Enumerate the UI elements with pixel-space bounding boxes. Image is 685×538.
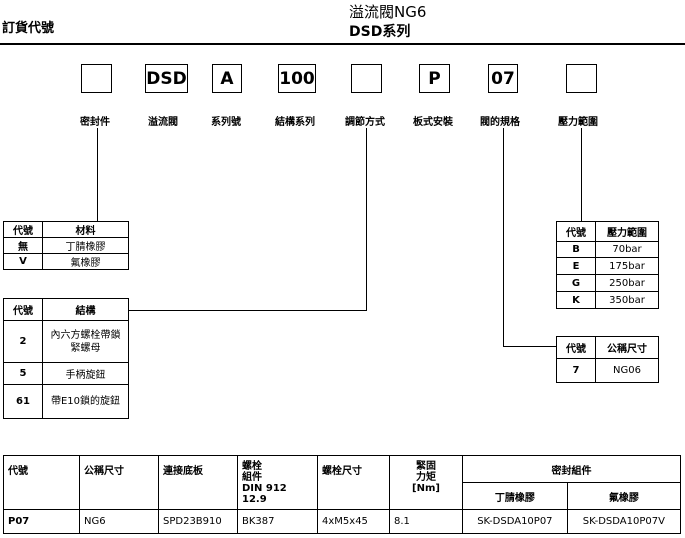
spec-header-bolt-line3: DIN 912 12.9 <box>242 483 287 505</box>
spec-code: P07 <box>3 509 80 534</box>
label-adjust: 調節方式 <box>345 117 385 128</box>
connector-seal <box>97 128 98 221</box>
spec-bolt: BK387 <box>237 509 318 534</box>
seal-header-code: 代號 <box>3 221 43 238</box>
connector-adjust <box>366 128 367 311</box>
size-value: NG06 <box>595 358 659 383</box>
seal-material: 氟橡膠 <box>42 253 129 270</box>
label-mount: 板式安裝 <box>413 117 453 128</box>
pressure-code: E <box>556 257 596 275</box>
spec-base: SPD23B910 <box>158 509 238 534</box>
spec-header-nbr: 丁腈橡膠 <box>462 482 568 510</box>
seal-code: V <box>3 253 43 270</box>
spec-header-torque-line1: 緊固 <box>416 461 436 472</box>
nominal-size-table: 代號 公稱尺寸 7 NG06 <box>556 336 659 383</box>
connector-size <box>503 128 504 347</box>
code-box-pressure <box>566 64 597 93</box>
adjust-header-structure: 結構 <box>42 298 129 321</box>
label-design: 結構系列 <box>275 117 315 128</box>
spec-header-bolt-line1: 螺栓 <box>242 461 262 472</box>
label-series: 系列號 <box>211 117 241 128</box>
code-box-size: 07 <box>488 64 518 93</box>
product-series: DSD系列 <box>349 24 411 40</box>
seal-code: 無 <box>3 237 43 254</box>
seal-header-material: 材料 <box>42 221 129 238</box>
spec-header-torque-line3: [Nm] <box>412 483 440 494</box>
spec-header-code: 代號 <box>3 455 80 510</box>
pressure-code: G <box>556 274 596 292</box>
size-code: 7 <box>556 358 596 383</box>
adjust-structure: 手柄旋鈕 <box>42 362 129 385</box>
spec-table: 代號 公稱尺寸 連接底板 螺栓 組件 DIN 912 12.9 螺栓尺寸 緊固 … <box>3 455 682 534</box>
pressure-value: 250bar <box>595 274 659 292</box>
spec-seal-nbr: SK-DSDA10P07 <box>462 509 568 534</box>
order-code-heading: 訂貨代號 <box>2 21 55 36</box>
pressure-code: K <box>556 291 596 309</box>
code-box-mount: P <box>419 64 450 93</box>
connector-size-horizontal <box>503 346 556 347</box>
code-box-series: A <box>212 64 242 93</box>
spec-header-torque-line2: 力矩 <box>416 472 436 483</box>
connector-pressure <box>581 128 582 221</box>
code-box-adjust <box>351 64 382 93</box>
code-box-design: 100 <box>278 64 316 93</box>
size-header-nominal: 公稱尺寸 <box>595 336 659 359</box>
pressure-value: 70bar <box>595 241 659 258</box>
pressure-header-range: 壓力範圍 <box>595 221 659 242</box>
code-box-type: DSD <box>145 64 188 93</box>
size-header-code: 代號 <box>556 336 596 359</box>
seal-material: 丁腈橡膠 <box>42 237 129 254</box>
header-rule <box>0 43 685 45</box>
label-size: 閥的規格 <box>480 117 520 128</box>
label-type: 溢流閥 <box>148 117 178 128</box>
connector-adjust-horizontal <box>128 310 367 311</box>
adjust-header-code: 代號 <box>3 298 43 321</box>
product-name: 溢流閥NG6 <box>349 3 427 21</box>
pressure-value: 350bar <box>595 291 659 309</box>
spec-size: NG6 <box>79 509 159 534</box>
adjust-structure: 帶E10鎖的旋鈕 <box>42 384 129 419</box>
label-pressure: 壓力範圍 <box>558 117 598 128</box>
pressure-range-table: 代號 壓力範圍 B 70bar E 175bar G 250bar K 350b… <box>556 221 659 309</box>
spec-header-bolt: 螺栓 組件 DIN 912 12.9 <box>237 455 318 510</box>
spec-seal-fkm: SK-DSDA10P07V <box>566 509 682 534</box>
adjust-code: 61 <box>3 384 43 419</box>
pressure-header-code: 代號 <box>556 221 596 242</box>
adjust-code: 2 <box>3 320 43 363</box>
spec-torque: 8.1 <box>389 509 463 534</box>
adjust-structure: 內六方螺栓帶鎖緊螺母 <box>42 320 129 363</box>
adjust-code: 5 <box>3 362 43 385</box>
pressure-value: 175bar <box>595 257 659 275</box>
spec-header-bolt-size: 螺栓尺寸 <box>317 455 390 510</box>
seal-material-table: 代號 材料 無 丁腈橡膠 V 氟橡膠 <box>3 221 129 270</box>
spec-header-seal-kit: 密封組件 <box>462 455 681 483</box>
spec-bolt-size: 4xM5x45 <box>317 509 390 534</box>
spec-header-torque: 緊固 力矩 [Nm] <box>389 455 463 510</box>
adjustment-table: 代號 結構 2 內六方螺栓帶鎖緊螺母 5 手柄旋鈕 61 帶E10鎖的旋鈕 <box>3 298 129 419</box>
pressure-code: B <box>556 241 596 258</box>
spec-header-base: 連接底板 <box>158 455 238 510</box>
spec-header-fkm: 氟橡膠 <box>566 482 682 510</box>
label-seal: 密封件 <box>80 117 110 128</box>
spec-header-size: 公稱尺寸 <box>79 455 159 510</box>
spec-header-bolt-line2: 組件 <box>242 472 262 483</box>
code-box-seal <box>81 64 112 93</box>
